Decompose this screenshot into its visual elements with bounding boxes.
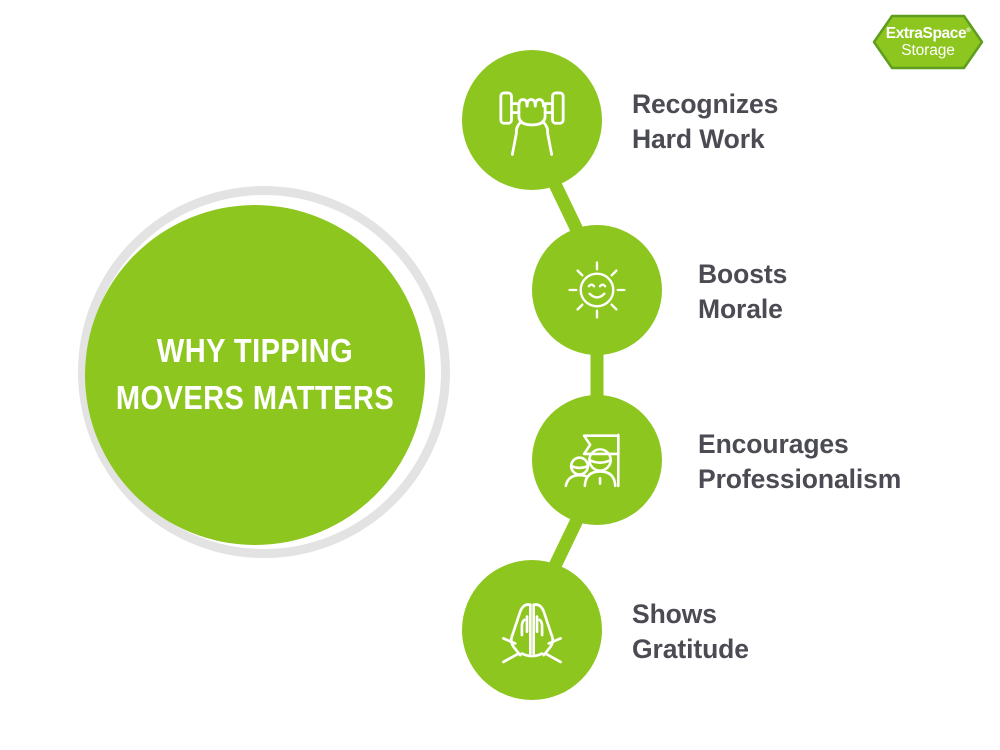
node-circle-2[interactable]: [532, 225, 662, 355]
item-label-4: Shows Gratitude: [632, 597, 749, 667]
node-circle-1[interactable]: [462, 50, 602, 190]
item-label-1: Recognizes Hard Work: [632, 87, 778, 157]
item-label-1-line-two: Hard Work: [632, 123, 765, 154]
node-circle-4[interactable]: [462, 560, 602, 700]
item-label-2-line-one: Boosts: [698, 259, 788, 289]
node-circle-3[interactable]: [532, 395, 662, 525]
smiling-sun-icon: [532, 225, 662, 355]
item-label-4-line-two: Gratitude: [632, 633, 749, 664]
hand-dumbbell-icon: [462, 50, 602, 190]
people-flag-icon: [532, 395, 662, 525]
title-circle: [85, 205, 425, 545]
item-label-2-line-two: Morale: [698, 293, 783, 324]
connector-1-2: [547, 177, 584, 235]
connector-3-4: [546, 515, 584, 575]
title-line-two: MOVERS MATTERS: [115, 379, 395, 416]
item-label-1-line-one: Recognizes: [632, 89, 779, 119]
praying-hands-icon: [462, 560, 602, 700]
item-label-3-line-one: Encourages: [698, 429, 849, 459]
item-label-2: Boosts Morale: [698, 257, 787, 327]
item-label-3-line-two: Professionalism: [698, 463, 902, 494]
item-label-4-line-one: Shows: [632, 599, 717, 629]
item-label-3: Encourages Professionalism: [698, 427, 901, 497]
title-outer-ring: [78, 186, 450, 558]
logo-badge-shape: [872, 14, 984, 70]
title-line-one: WHY TIPPING: [156, 332, 354, 370]
page-title: WHY TIPPING MOVERS MATTERS: [105, 205, 404, 545]
extraspace-storage-logo: ExtraSpace® Storage: [872, 14, 984, 70]
